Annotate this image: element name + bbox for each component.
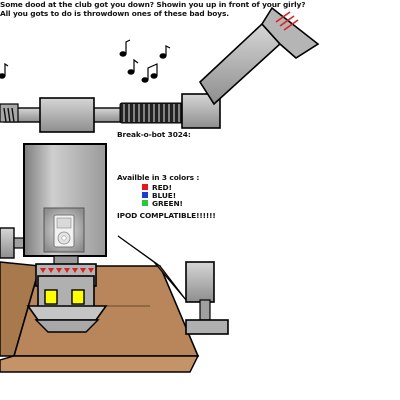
red-swatch [142,184,148,190]
description-line: Some dood at the club got you down? Show… [0,0,306,9]
description-line: All you gots to do is throwdown ones of … [0,9,229,18]
shoulder-arms [0,97,205,133]
blue-swatch [142,192,148,198]
ipod-compatible-note: IPOD COMPLATIBLE!!!!!! [117,211,216,220]
right-lower-arm [185,261,229,335]
green-swatch [142,200,148,206]
right-spring [123,104,185,122]
music-note-icon [119,39,131,57]
mouth-lights [40,268,94,273]
color-option-red: RED! [142,182,172,192]
color-option-blue: BLUE! [142,190,176,200]
color-label: RED! [152,182,172,192]
color-label: BLUE! [152,190,176,200]
left-spring [3,107,15,123]
color-label: GREEN! [152,198,183,208]
color-option-green: GREEN! [142,198,183,208]
claw-stripes [275,11,299,31]
ipod-icon [53,214,75,248]
product-title: Break-o-bot 3024: [117,130,191,139]
music-note-icon [159,45,171,59]
colors-label: Availble in 3 colors : [117,173,200,182]
music-note-icon [141,63,158,83]
product-description: Some dood at the club got you down? Show… [0,0,400,18]
music-note-icon [127,58,139,75]
left-lower-arm [0,227,31,259]
music-note-icon [0,62,9,79]
robot-head [26,263,108,333]
raised-right-arm [181,6,320,129]
